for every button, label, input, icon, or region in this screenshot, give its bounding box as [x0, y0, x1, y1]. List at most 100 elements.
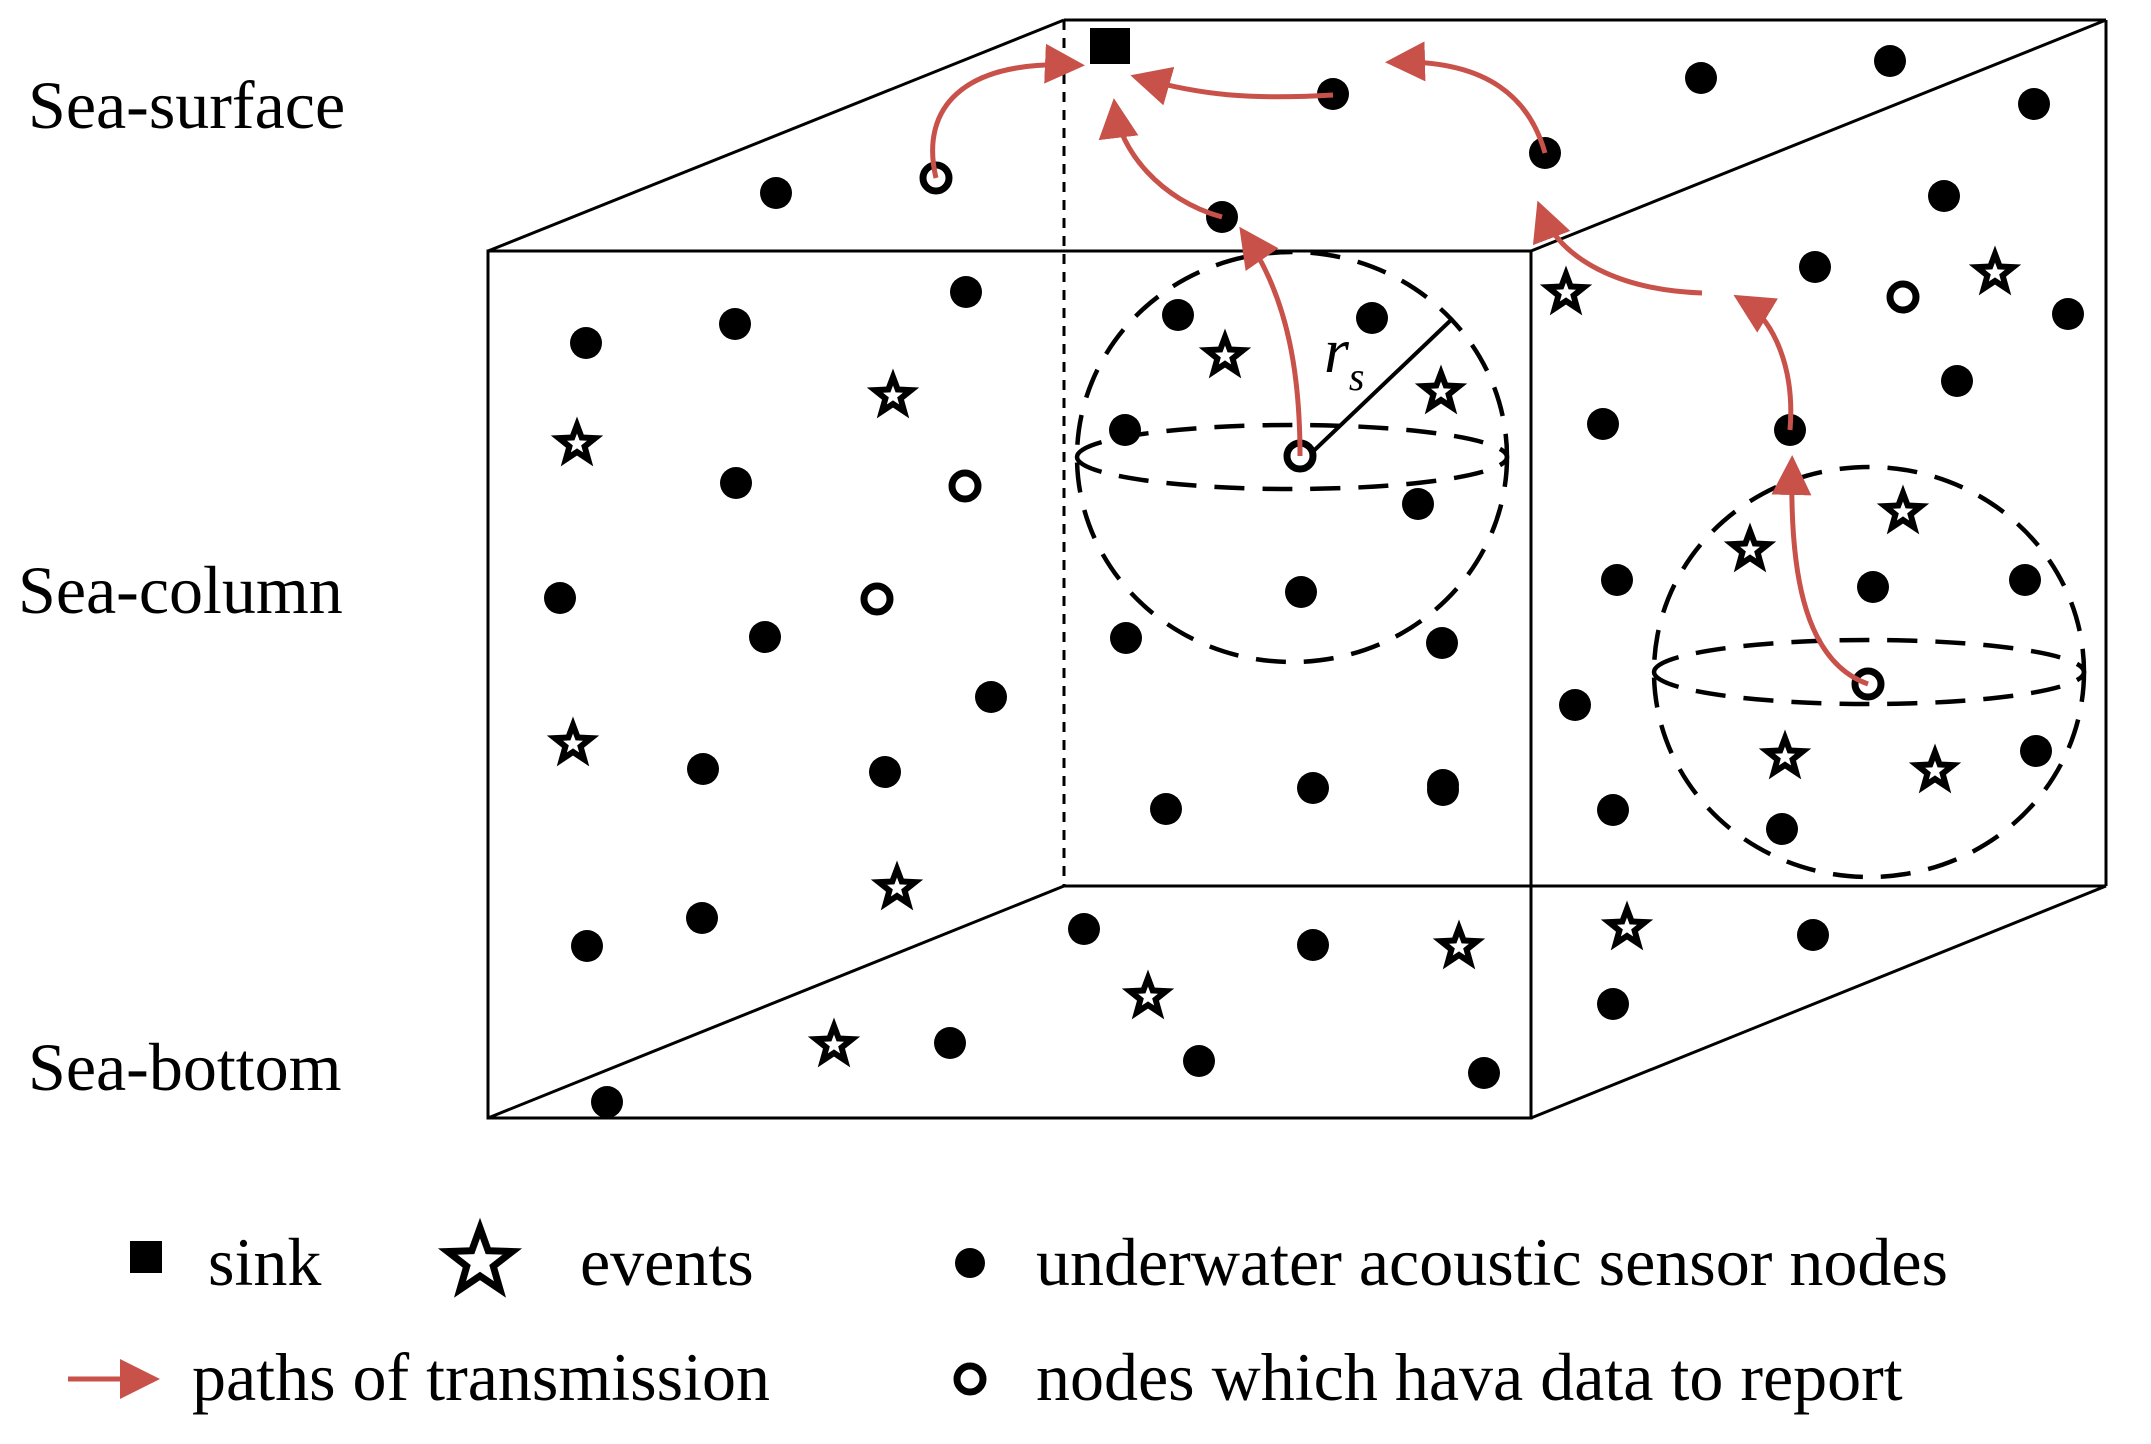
- bottom-right-edge: [1530, 884, 2107, 1120]
- sensor-node: [687, 753, 719, 785]
- cuboid-frame: [486, 18, 2108, 1120]
- sensor-node: [1601, 564, 1633, 596]
- transmission-paths: [930, 41, 1869, 687]
- sensor-node: [1587, 408, 1619, 440]
- transmission-path-4: [1130, 66, 1334, 106]
- sensor-node: [1468, 1057, 1500, 1089]
- event-star: [1723, 522, 1777, 573]
- event-star: [1432, 919, 1486, 970]
- sensor-node: [1317, 78, 1349, 110]
- sensor-node: [1285, 576, 1317, 608]
- sensor-node: [591, 1086, 623, 1118]
- sensor-node: [686, 902, 718, 934]
- event-group: [546, 245, 2022, 1068]
- sensing-range-sphere-1: rs: [1074, 249, 1510, 665]
- sensor-node: [934, 1027, 966, 1059]
- sensor-node: [2052, 298, 2084, 330]
- sensor-node: [2020, 735, 2052, 767]
- legend-event-icon: [437, 1217, 523, 1298]
- sea-surface-label: Sea-surface: [28, 67, 345, 143]
- sensor-node: [1559, 689, 1591, 721]
- sensor-node: [720, 467, 752, 499]
- transmission-path-1: [930, 43, 1085, 179]
- event-star: [1876, 484, 1930, 535]
- sensor-node: [1941, 365, 1973, 397]
- legend-sink-icon: [130, 1241, 162, 1273]
- top-right-edge: [1530, 18, 2107, 253]
- top-left-edge: [487, 18, 1065, 253]
- legend-sensor-node-icon: [955, 1248, 985, 1278]
- event-star: [870, 860, 924, 911]
- sensor-node: [1685, 62, 1717, 94]
- sensor-node: [544, 582, 576, 614]
- legend-sink-label: sink: [208, 1224, 321, 1300]
- sensor-node: [1766, 813, 1798, 845]
- legend-events-label: events: [580, 1224, 754, 1300]
- transmission-path-8: [1771, 455, 1869, 687]
- transmission-path-6: [1532, 200, 1703, 296]
- bottom-left-edge: [487, 884, 1065, 1120]
- sensor-node: [1874, 45, 1906, 77]
- reporting-node: [860, 582, 894, 616]
- legend-reporting-nodes-label: nodes which hava data to report: [1036, 1339, 1903, 1415]
- event-star: [1758, 729, 1812, 780]
- sensor-node: [1068, 913, 1100, 945]
- sensor-node: [1150, 793, 1182, 825]
- sensor-node: [950, 276, 982, 308]
- range-radius-label: rs: [1324, 315, 1364, 399]
- transmission-path-5: [1385, 41, 1548, 154]
- sensor-node: [719, 308, 751, 340]
- sensor-node: [1356, 302, 1388, 334]
- event-star: [1414, 364, 1468, 415]
- reporting-node: [948, 469, 982, 503]
- sensor-node: [571, 930, 603, 962]
- sensor-node: [1162, 299, 1194, 331]
- sink-node: [1090, 28, 1130, 64]
- sensor-node: [1297, 929, 1329, 961]
- transmission-path-3: [1239, 226, 1303, 457]
- legend-paths-label: paths of transmission: [192, 1339, 770, 1415]
- range-radius-line: [1300, 318, 1453, 464]
- sensor-node: [1857, 571, 1889, 603]
- event-star: [550, 416, 604, 467]
- sea-bottom-label: Sea-bottom: [28, 1029, 342, 1105]
- sensing-range-sphere-2: [1651, 464, 2087, 880]
- reporting-node-group: [860, 161, 1920, 701]
- sensor-node: [1183, 1045, 1215, 1077]
- event-star: [1908, 743, 1962, 794]
- sensor-node: [1426, 627, 1458, 659]
- sensor-node: [760, 177, 792, 209]
- reporting-node: [1886, 280, 1920, 314]
- sensor-node: [570, 327, 602, 359]
- sensor-node: [1402, 488, 1434, 520]
- sensor-node: [1797, 919, 1829, 951]
- sensor-node: [749, 621, 781, 653]
- event-star: [1968, 245, 2022, 296]
- legend-sensor-nodes-label: underwater acoustic sensor nodes: [1036, 1224, 1948, 1300]
- sensor-node: [1427, 769, 1459, 801]
- event-star: [1600, 900, 1654, 951]
- sensor-node: [2009, 564, 2041, 596]
- sensor-node: [1597, 988, 1629, 1020]
- legend: sink events underwater acoustic sensor n…: [68, 1217, 1948, 1415]
- event-star: [866, 368, 920, 419]
- sensor-node: [1799, 251, 1831, 283]
- event-star: [1539, 265, 1593, 316]
- front-face: [486, 249, 1533, 1120]
- sensor-node: [2018, 88, 2050, 120]
- event-star: [807, 1017, 861, 1068]
- legend-reporting-node-icon: [953, 1362, 987, 1396]
- transmission-path-2: [1098, 98, 1223, 220]
- sensor-node: [1297, 772, 1329, 804]
- sea-column-label: Sea-column: [18, 552, 343, 628]
- sensor-node: [1110, 622, 1142, 654]
- transmission-path-7: [1733, 294, 1794, 431]
- sensor-node: [1109, 414, 1141, 446]
- star-icon: [437, 1217, 523, 1298]
- event-star: [546, 716, 600, 767]
- sensor-node: [1597, 794, 1629, 826]
- sensor-node: [975, 681, 1007, 713]
- sensor-node: [1928, 180, 1960, 212]
